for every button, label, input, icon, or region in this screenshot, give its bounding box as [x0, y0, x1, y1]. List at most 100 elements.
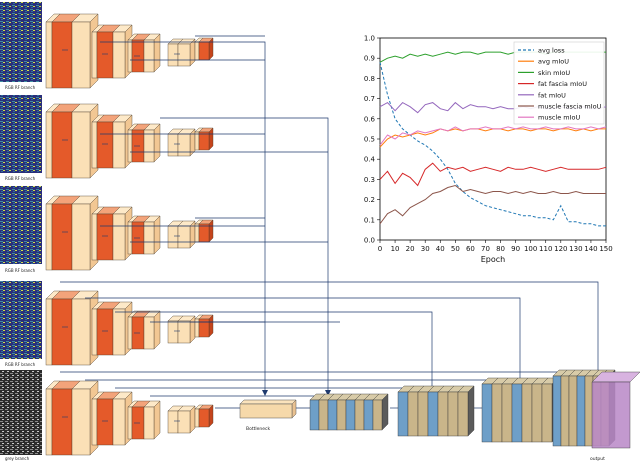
x-axis-label: Epoch [481, 255, 506, 264]
rf-image-1 [0, 2, 42, 82]
decoder-block [584, 375, 594, 447]
decoder-block [309, 399, 320, 431]
x-tick-label: 140 [584, 245, 597, 253]
encoder-block [198, 314, 214, 338]
decoder-block [501, 383, 513, 443]
encoder-branches [45, 13, 214, 456]
legend-entry: muscle fascia mIoU [538, 103, 602, 111]
y-tick-label: 0.7 [364, 95, 375, 103]
x-tick-label: 130 [569, 245, 582, 253]
decoder-block [437, 391, 449, 437]
branch-label: RGB RF branch [5, 268, 36, 273]
legend-entry: avg loss [538, 47, 565, 55]
decoder-stage [481, 377, 559, 443]
encoder-block [198, 37, 214, 61]
x-tick-label: 10 [391, 245, 400, 253]
encoder-block [177, 38, 196, 67]
grey-image [0, 370, 42, 455]
decoder-block [481, 383, 493, 443]
branch-label: grey branch [5, 456, 30, 461]
decoder-block [531, 383, 543, 443]
branch-label: RGB RF branch [5, 362, 36, 367]
legend-entry: fat fascia mIoU [538, 80, 587, 88]
y-tick-label: 0.6 [364, 115, 376, 123]
decoder-block [560, 375, 570, 447]
decoder-block [327, 399, 338, 431]
decoder-block [427, 391, 439, 437]
encoder-block [198, 404, 214, 428]
y-tick-label: 1.0 [364, 35, 375, 43]
encoder-branch [45, 13, 214, 89]
decoder-block [568, 375, 578, 447]
x-tick-label: 70 [481, 245, 490, 253]
decoder-block [457, 391, 469, 437]
decoder-block [397, 391, 409, 437]
x-tick-label: 60 [466, 245, 475, 253]
series-line [379, 162, 607, 187]
encoder-block [177, 220, 196, 249]
rf-image-4 [0, 281, 42, 359]
decoder-block [541, 383, 553, 443]
input-images [0, 2, 42, 455]
legend-entry: fat mIoU [538, 91, 566, 99]
series-line [379, 184, 606, 225]
output-label: output [590, 456, 605, 462]
encoder-branch [45, 195, 214, 271]
decoder-block [345, 399, 356, 431]
encoder-branch [45, 103, 214, 179]
x-tick-label: 50 [451, 245, 460, 253]
x-tick-label: 100 [524, 245, 537, 253]
encoder-block [143, 123, 161, 163]
decoder-block [318, 399, 329, 431]
y-tick-label: 0.5 [364, 136, 375, 144]
bottleneck-block: Bottleneck [239, 399, 297, 432]
series-line [379, 126, 607, 146]
decoder-stages [309, 369, 640, 449]
encoder-block [177, 405, 196, 434]
legend-entry: skin mIoU [538, 69, 570, 77]
y-tick-label: 0.0 [364, 237, 375, 245]
branch-label: RGB RF branch [5, 176, 36, 181]
decoder-block [491, 383, 503, 443]
x-tick-label: 80 [496, 245, 505, 253]
encoder-block [143, 400, 161, 440]
decoder-block [372, 399, 383, 431]
rf-image-3 [0, 186, 42, 264]
encoder-block [177, 315, 196, 344]
decoder-block [511, 383, 523, 443]
x-tick-label: 120 [554, 245, 567, 253]
branch-label: RGB RF branch [5, 85, 36, 90]
y-tick-label: 0.8 [364, 75, 375, 83]
decoder-stage [309, 393, 389, 431]
bottleneck-label: Bottleneck [246, 426, 270, 432]
x-tick-label: 40 [436, 245, 445, 253]
decoder-block [336, 399, 347, 431]
x-tick-label: 90 [511, 245, 520, 253]
decoder-block [354, 399, 365, 431]
y-tick-label: 0.4 [364, 156, 376, 164]
decoder-block [363, 399, 374, 431]
y-tick-label: 0.9 [364, 55, 375, 63]
encoder-block [143, 215, 161, 255]
y-tick-label: 0.1 [364, 216, 375, 224]
decoder-stage [397, 385, 475, 437]
decoder-block [576, 375, 586, 447]
decoder-block [521, 383, 533, 443]
decoder-block [447, 391, 459, 437]
decoder-block [417, 391, 429, 437]
encoder-block [143, 33, 161, 73]
encoder-block [143, 310, 161, 350]
branch-labels: RGB RF branch RGB RF branch RGB RF branc… [5, 85, 36, 461]
series-line [379, 62, 606, 227]
encoder-block [198, 127, 214, 151]
encoder-branch [45, 380, 214, 456]
x-tick-label: 30 [421, 245, 430, 253]
x-tick-label: 110 [539, 245, 552, 253]
decoder-block [407, 391, 419, 437]
y-tick-label: 0.2 [364, 196, 375, 204]
